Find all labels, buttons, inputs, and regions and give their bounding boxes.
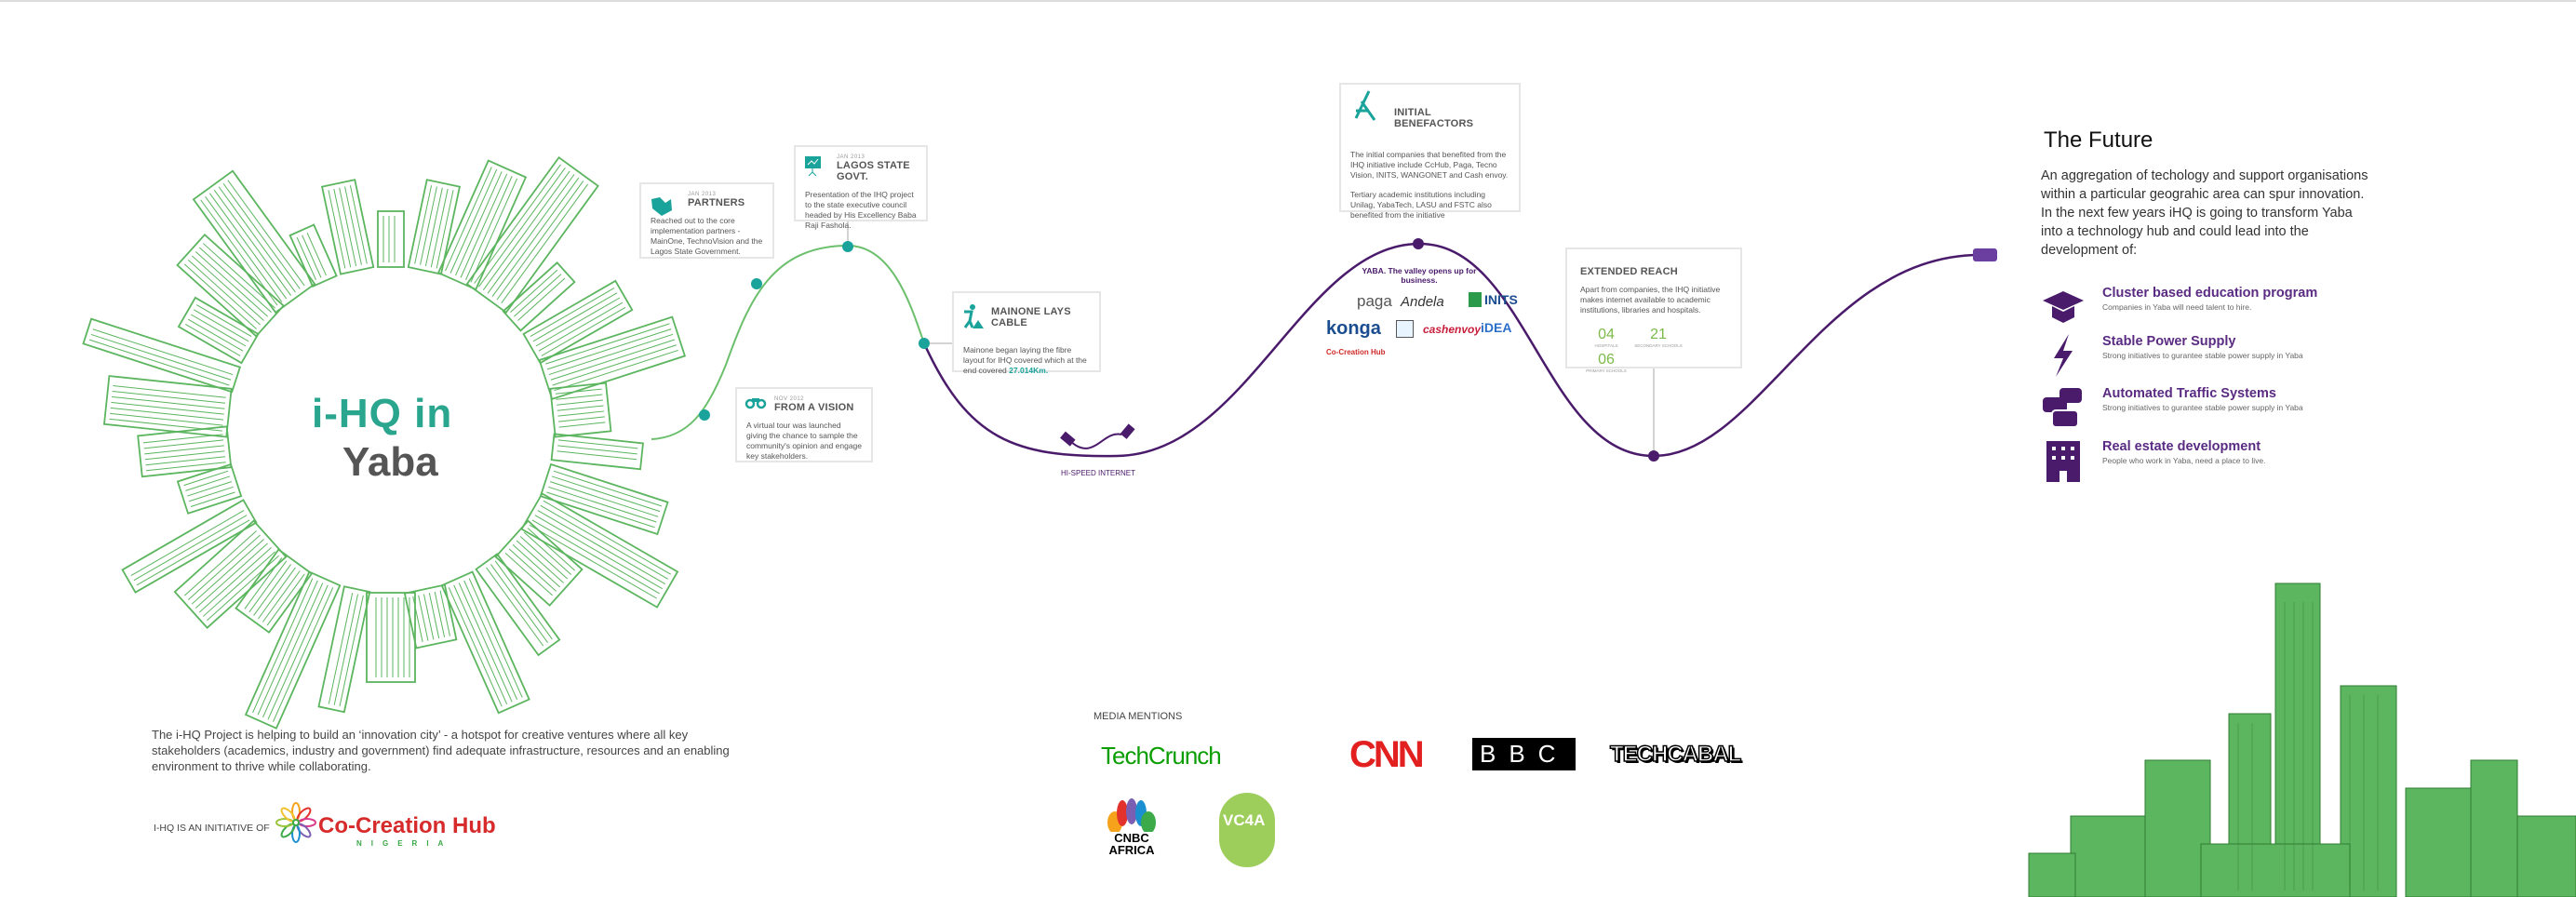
binoculars-icon — [745, 398, 767, 409]
logo-cashenvoy: cashenvoy — [1423, 323, 1482, 336]
card-title: PARTNERS — [688, 197, 745, 208]
item-title: Real estate development — [2102, 439, 2261, 454]
logo-andela: Andela — [1401, 294, 1444, 310]
cchub-logo-name: Co-Creation Hub — [318, 813, 496, 838]
yaba-caption: YABA. The valley opens up for business. — [1362, 266, 1477, 285]
logo-idea: iDEA — [1481, 320, 1512, 335]
card-title: EXTENDED REACH — [1580, 266, 1678, 277]
logo-techcrunch: TechCrunch — [1101, 742, 1222, 770]
hero-title-line2: Yaba — [342, 439, 438, 485]
card-body: Tertiary academic institutions including… — [1350, 190, 1492, 220]
cchub-flower-icon — [275, 802, 316, 843]
card-body: The initial companies that benefited fro… — [1350, 150, 1509, 180]
timeline-dots — [699, 241, 930, 421]
media-mentions-title: MEDIA MENTIONS — [1093, 711, 1183, 722]
stat-value: 06 — [1598, 352, 1615, 368]
card-title: MAINONE LAYS CABLE — [991, 306, 1071, 328]
plug-icon — [1060, 248, 1997, 449]
item-sub: People who work in Yaba, need a place to… — [2102, 456, 2266, 465]
nbc-peacock-icon — [1107, 798, 1156, 832]
building-ring-illustration — [82, 155, 687, 730]
future-intro: An aggregation of techology and support … — [2041, 168, 2368, 258]
logo-cchub-small: Co-Creation Hub — [1326, 348, 1386, 356]
card-date: JAN 2013 — [837, 154, 865, 160]
hi-speed-label: HI-SPEED INTERNET — [1061, 469, 1136, 477]
logo-bbc: BBC — [1472, 738, 1576, 770]
item-sub: Strong initiatives to gurantee stable po… — [2102, 351, 2303, 360]
timeline-card-mainone: MAINONE LAYS CABLE Mainone began laying … — [952, 291, 1101, 375]
graduation-cap-icon — [2043, 291, 2084, 323]
stat-label: SECONDARY SCHOOLS — [1634, 343, 1683, 348]
card-title: LAGOS STATE GOVT. — [837, 160, 910, 182]
logo-paga: paga — [1357, 292, 1392, 310]
vc4a-logo-blob — [1219, 793, 1275, 867]
presentation-board-icon — [805, 156, 821, 177]
logo-techcabal: TECHCABAL — [1609, 741, 1742, 768]
card-date: NOV 2012 — [774, 396, 805, 402]
card-date: JAN 2013 — [688, 192, 717, 197]
item-title: Cluster based education program — [2102, 286, 2318, 301]
card-body: A virtual tour was launched giving the c… — [746, 421, 863, 461]
future-section: The Future An aggregation of techology a… — [2041, 127, 2525, 482]
stat-value: 04 — [1598, 327, 1615, 342]
cable-distance: 27.014Km. — [1009, 366, 1049, 375]
lightning-bolt-icon — [2054, 334, 2073, 377]
card-body: Presentation of the IHQ project to the s… — [805, 190, 917, 230]
card-title: FROM A VISION — [774, 402, 854, 413]
logo-vc4a: VC4A — [1223, 811, 1266, 829]
item-title: Stable Power Supply — [2102, 334, 2236, 349]
building-icon — [2046, 441, 2080, 482]
cchub-logo-country: NIGERIA — [356, 839, 453, 848]
future-title: The Future — [2044, 127, 2153, 153]
item-sub: Strong initiatives to gurantee stable po… — [2102, 403, 2303, 412]
city-skyline-illustration — [2028, 582, 2576, 897]
item-sub: Companies in Yaba will need talent to hi… — [2102, 302, 2252, 312]
about-text: The i-HQ Project is helping to build an … — [152, 728, 730, 773]
timeline-card-extended-reach: EXTENDED REACH Apart from companies, the… — [1565, 248, 1742, 373]
initiative-label: I-HQ IS AN INITIATIVE OF — [154, 823, 270, 834]
logo-cnn: CNN — [1349, 734, 1425, 775]
handshake-icon — [651, 197, 672, 216]
card-body: Apart from companies, the IHQ initiative… — [1580, 285, 1721, 315]
stat-label: HOSPITALS — [1594, 343, 1618, 348]
card-body-text: Mainone began laying the fibre layout fo… — [963, 345, 1087, 375]
logo-wangonet — [1396, 320, 1414, 338]
stat-label: PRIMARY SCHOOLS — [1586, 368, 1627, 373]
worker-digging-icon — [963, 304, 984, 328]
timeline-card-benefactors: INITIAL BENEFACTORS The initial companie… — [1339, 83, 1521, 220]
card-body: Mainone began laying the fibre layout fo… — [963, 345, 1090, 376]
card-title: INITIAL BENEFACTORS — [1394, 107, 1474, 129]
item-title: Automated Traffic Systems — [2102, 386, 2276, 401]
compass-icon — [1354, 90, 1376, 121]
logo-konga: konga — [1326, 318, 1381, 339]
logo-inits: INITS — [1469, 292, 1518, 307]
logo-cnbc-africa: CNBC AFRICA — [1108, 831, 1155, 857]
cars-traffic-icon — [2043, 388, 2082, 428]
stat-value: 21 — [1650, 327, 1667, 342]
hero-title-line1: i-HQ in — [312, 391, 453, 436]
card-body: Reached out to the core implementation p… — [651, 216, 763, 256]
